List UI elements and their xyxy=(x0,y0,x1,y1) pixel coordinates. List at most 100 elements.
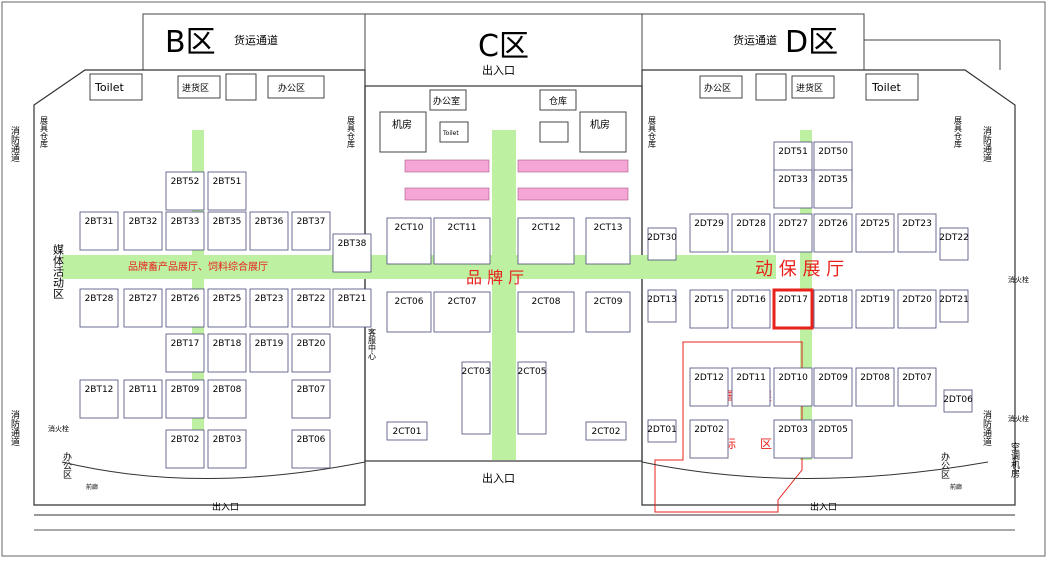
booth-2dt03[interactable]: 2DT03 xyxy=(773,419,813,459)
booth-rect xyxy=(123,211,163,251)
booth-2dt16[interactable]: 2DT16 xyxy=(731,289,771,329)
booth-2bt33[interactable]: 2BT33 xyxy=(165,211,205,251)
booth-2dt11[interactable]: 2DT11 xyxy=(731,367,771,407)
booth-2ct13[interactable]: 2CT13 xyxy=(585,217,631,265)
booth-2bt06[interactable]: 2BT06 xyxy=(291,429,331,469)
booth-2dt13[interactable]: 2DT13 xyxy=(647,289,677,323)
zone-d-corridor: 货运通道 xyxy=(733,33,777,47)
booth-label: 2DT29 xyxy=(694,219,724,229)
booth-2bt26[interactable]: 2BT26 xyxy=(165,288,205,328)
booth-2dt05[interactable]: 2DT05 xyxy=(813,419,853,459)
booth-label: 2BT19 xyxy=(255,339,284,349)
booth-2bt08[interactable]: 2BT08 xyxy=(207,379,247,419)
booth-2ct11[interactable]: 2CT11 xyxy=(433,217,491,265)
booth-2dt23[interactable]: 2DT23 xyxy=(897,213,937,253)
booth-2dt20[interactable]: 2DT20 xyxy=(897,289,937,329)
booth-2bt20[interactable]: 2BT20 xyxy=(291,333,331,373)
booth-2bt11[interactable]: 2BT11 xyxy=(123,379,163,419)
hydrant-left-label: 消火栓 xyxy=(48,424,69,433)
booth-2bt35[interactable]: 2BT35 xyxy=(207,211,247,251)
booth-2bt31[interactable]: 2BT31 xyxy=(79,211,119,251)
booth-2bt18[interactable]: 2BT18 xyxy=(207,333,247,373)
booth-2ct09[interactable]: 2CT09 xyxy=(585,291,631,333)
booth-2dt29[interactable]: 2DT29 xyxy=(689,213,729,253)
booth-2bt07[interactable]: 2BT07 xyxy=(291,379,331,419)
booth-2dt35[interactable]: 2DT35 xyxy=(813,169,853,209)
booth-label: 2CT03 xyxy=(462,367,491,377)
booth-2dt26[interactable]: 2DT26 xyxy=(813,213,853,253)
booth-rect xyxy=(79,211,119,251)
booth-2dt15[interactable]: 2DT15 xyxy=(689,289,729,329)
booth-2bt22[interactable]: 2BT22 xyxy=(291,288,331,328)
booth-2dt25[interactable]: 2DT25 xyxy=(855,213,895,253)
right-storage-label: 展具仓库 xyxy=(648,116,657,149)
booth-rect xyxy=(461,361,491,435)
booth-2bt23[interactable]: 2BT23 xyxy=(249,288,289,328)
c-warehouse-label: 仓库 xyxy=(549,95,567,107)
booth-2bt37[interactable]: 2BT37 xyxy=(291,211,331,251)
booth-label: 2BT52 xyxy=(171,177,200,187)
booth-2dt07[interactable]: 2DT07 xyxy=(897,367,937,407)
booth-2ct03[interactable]: 2CT03 xyxy=(461,361,491,435)
booth-2dt02[interactable]: 2DT02 xyxy=(689,419,729,459)
d-entry xyxy=(791,75,835,99)
booth-2dt30[interactable]: 2DT30 xyxy=(647,227,677,261)
booth-2bt38[interactable]: 2BT38 xyxy=(332,233,372,273)
booth-2dt19[interactable]: 2DT19 xyxy=(855,289,895,329)
c-office-label: 办公室 xyxy=(433,95,460,107)
zone-c-title: C区 xyxy=(478,29,529,64)
booth-2bt51[interactable]: 2BT51 xyxy=(207,171,247,211)
booth-2bt03[interactable]: 2BT03 xyxy=(207,429,247,469)
booth-label: 2DT17 xyxy=(778,295,808,305)
booth-label: 2DT23 xyxy=(902,219,932,229)
booth-rect xyxy=(943,389,973,413)
booth-2dt28[interactable]: 2DT28 xyxy=(731,213,771,253)
booth-rect xyxy=(773,213,813,253)
booth-2ct10[interactable]: 2CT10 xyxy=(386,217,432,265)
booth-2bt32[interactable]: 2BT32 xyxy=(123,211,163,251)
bottom-curve-b xyxy=(61,461,366,479)
booth-2dt08[interactable]: 2DT08 xyxy=(855,367,895,407)
booth-2bt25[interactable]: 2BT25 xyxy=(207,288,247,328)
booth-2ct12[interactable]: 2CT12 xyxy=(517,217,575,265)
booth-2bt27[interactable]: 2BT27 xyxy=(123,288,163,328)
booth-label: 2DT02 xyxy=(694,425,724,435)
booth-2dt10[interactable]: 2DT10 xyxy=(773,367,813,407)
booth-2dt22[interactable]: 2DT22 xyxy=(939,227,969,261)
booth-2ct06[interactable]: 2CT06 xyxy=(386,291,432,333)
booth-2ct05[interactable]: 2CT05 xyxy=(518,361,547,435)
booth-2dt06[interactable]: 2DT06 xyxy=(943,389,973,413)
booth-2bt19[interactable]: 2BT19 xyxy=(249,333,289,373)
booth-2bt21[interactable]: 2BT21 xyxy=(332,288,372,328)
booth-2bt52[interactable]: 2BT52 xyxy=(165,171,205,211)
booth-2bt17[interactable]: 2BT17 xyxy=(165,333,205,373)
b-toilet-label: Toilet xyxy=(94,81,124,94)
booth-2dt21[interactable]: 2DT21 xyxy=(939,289,969,323)
booth-label: 2BT26 xyxy=(171,294,200,304)
booth-2ct07[interactable]: 2CT07 xyxy=(433,291,491,333)
booth-2bt12[interactable]: 2BT12 xyxy=(79,379,119,419)
booth-rect xyxy=(249,288,289,328)
left-fire-label-2: 消防通道 xyxy=(9,409,20,447)
booth-2dt27[interactable]: 2DT27 xyxy=(773,213,813,253)
booth-2ct01[interactable]: 2CT01 xyxy=(386,421,428,441)
booth-2bt09[interactable]: 2BT09 xyxy=(165,379,205,419)
booth-2bt28[interactable]: 2BT28 xyxy=(79,288,119,328)
booth-2dt17[interactable]: 2DT17 xyxy=(772,288,814,330)
booth-label: 2BT21 xyxy=(338,294,367,304)
booth-rect xyxy=(773,367,813,407)
booth-rect xyxy=(897,213,937,253)
hydrant-right-label: 消火栓 xyxy=(1008,275,1029,284)
booth-2bt02[interactable]: 2BT02 xyxy=(165,429,205,469)
booth-2ct02[interactable]: 2CT02 xyxy=(585,421,627,441)
booth-2dt09[interactable]: 2DT09 xyxy=(813,367,853,407)
booth-label: 2BT09 xyxy=(171,385,200,395)
booth-rect xyxy=(517,217,575,265)
booth-2dt01[interactable]: 2DT01 xyxy=(647,419,677,443)
booth-2dt18[interactable]: 2DT18 xyxy=(813,289,853,329)
booth-2ct08[interactable]: 2CT08 xyxy=(517,291,575,333)
exit-c-bottom-label: 出入口 xyxy=(482,471,515,485)
booth-2bt36[interactable]: 2BT36 xyxy=(249,211,289,251)
booth-2dt12[interactable]: 2DT12 xyxy=(689,367,729,407)
booth-2dt33[interactable]: 2DT33 xyxy=(773,169,813,209)
